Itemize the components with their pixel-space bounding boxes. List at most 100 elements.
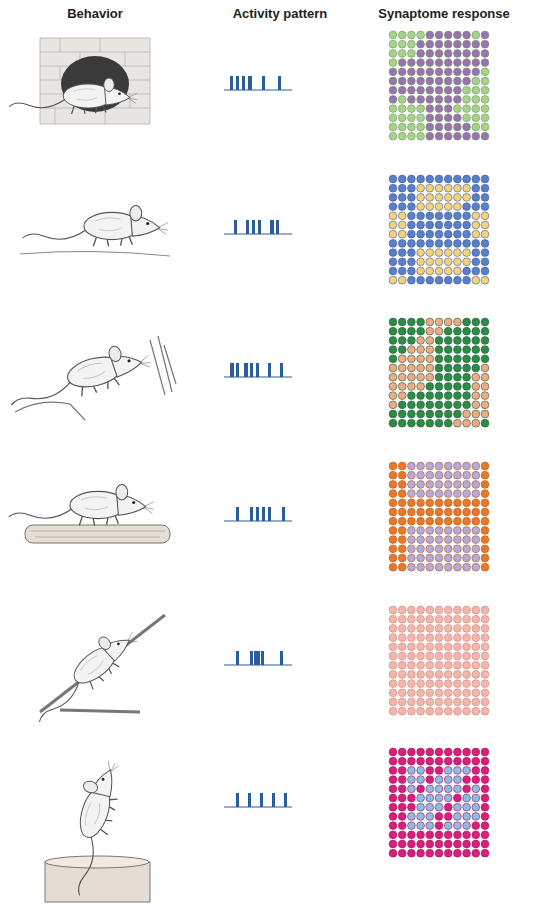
synapse-dot: [417, 419, 425, 427]
synapse-dot: [435, 748, 443, 756]
synapse-dot: [435, 776, 443, 784]
synapse-dot: [398, 419, 406, 427]
synapse-dot: [426, 68, 434, 76]
synapse-dot: [472, 96, 480, 104]
synapse-dot: [398, 240, 406, 248]
synapse-dot: [426, 625, 434, 633]
synapse-dot: [389, 634, 397, 642]
synapse-dot: [472, 707, 480, 715]
synapse-dot: [444, 59, 452, 67]
synapse-dot: [389, 184, 397, 192]
synapse-dot: [389, 625, 397, 633]
synapse-dot: [417, 471, 425, 479]
synapse-dot: [454, 471, 462, 479]
synapse-dot: [398, 194, 406, 202]
spike-bar: [236, 793, 239, 807]
synapse-dot: [417, 689, 425, 697]
row5-behavior: [22, 615, 165, 728]
synapse-dot: [454, 105, 462, 113]
synapse-dot: [398, 813, 406, 821]
synapse-dot: [454, 554, 462, 562]
synapse-dot: [426, 401, 434, 409]
synapse-dot: [472, 419, 480, 427]
synapse-dot: [463, 318, 471, 326]
synapse-dot: [417, 508, 425, 516]
synapse-dot: [408, 401, 416, 409]
synapse-dot: [389, 757, 397, 765]
synapse-dot: [426, 689, 434, 697]
synapse-dot: [417, 50, 425, 58]
synapse-dot: [444, 671, 452, 679]
synapse-dot: [426, 184, 434, 192]
synapse-dot: [463, 184, 471, 192]
synapse-dot: [454, 401, 462, 409]
synapse-dot: [472, 355, 480, 363]
synapse-dot: [481, 707, 489, 715]
synapse-dot: [435, 536, 443, 544]
synapse-dot: [463, 831, 471, 839]
synapse-dot: [444, 634, 452, 642]
synapse-dot: [408, 50, 416, 58]
synapse-dot: [408, 86, 416, 94]
synapse-dot: [481, 59, 489, 67]
synapse-dot: [408, 327, 416, 335]
synapse-dot: [417, 849, 425, 857]
synapse-dot: [472, 606, 480, 614]
synapse-dot: [444, 327, 452, 335]
synapse-dot: [389, 346, 397, 354]
synapse-dot: [435, 355, 443, 363]
synapse-dot: [398, 707, 406, 715]
synapse-dot: [472, 689, 480, 697]
synapse-dot: [398, 757, 406, 765]
synapse-dot: [389, 419, 397, 427]
spike-bar: [256, 363, 259, 377]
synapse-dot: [444, 499, 452, 507]
synapse-dot: [417, 840, 425, 848]
synapse-dot: [408, 31, 416, 39]
synapse-dot: [463, 114, 471, 122]
synapse-dot: [435, 364, 443, 372]
synapse-dot: [481, 517, 489, 525]
synapse-dot: [389, 481, 397, 489]
synapse-dot: [454, 527, 462, 535]
synapse-dot: [426, 267, 434, 275]
synapse-dot: [435, 346, 443, 354]
synapse-dot: [463, 132, 471, 140]
synapse-dot: [398, 462, 406, 470]
synapse-dot: [472, 40, 480, 48]
synapse-dot: [417, 132, 425, 140]
synapse-dot: [408, 652, 416, 660]
synaptome-grids: [389, 31, 489, 857]
synapse-dot: [408, 59, 416, 67]
synapse-dot: [417, 355, 425, 363]
synapse-dot: [435, 634, 443, 642]
synapse-dot: [435, 499, 443, 507]
synapse-dot: [454, 364, 462, 372]
synapse-dot: [426, 123, 434, 131]
synapse-dot: [398, 123, 406, 131]
synapse-dot: [389, 355, 397, 363]
synapse-dot: [472, 757, 480, 765]
synapse-dot: [444, 767, 452, 775]
synapse-dot: [472, 123, 480, 131]
synapse-dot: [481, 680, 489, 688]
synapse-dot: [408, 410, 416, 418]
row6-behavior: [45, 756, 150, 902]
row3-behavior: [3, 336, 176, 420]
synapse-dot: [481, 401, 489, 409]
synapse-dot: [454, 813, 462, 821]
synapse-dot: [481, 508, 489, 516]
synapse-dot: [417, 554, 425, 562]
synapse-dot: [454, 175, 462, 183]
synapse-dot: [389, 803, 397, 811]
synapse-dot: [435, 508, 443, 516]
synapse-dot: [408, 355, 416, 363]
synapse-dot: [389, 536, 397, 544]
synapse-dot: [389, 661, 397, 669]
synapse-dot: [444, 849, 452, 857]
synapse-dot: [454, 267, 462, 275]
synapse-dot: [472, 184, 480, 192]
synapse-dot: [463, 96, 471, 104]
synapse-dot: [463, 373, 471, 381]
synapse-dot: [444, 258, 452, 266]
